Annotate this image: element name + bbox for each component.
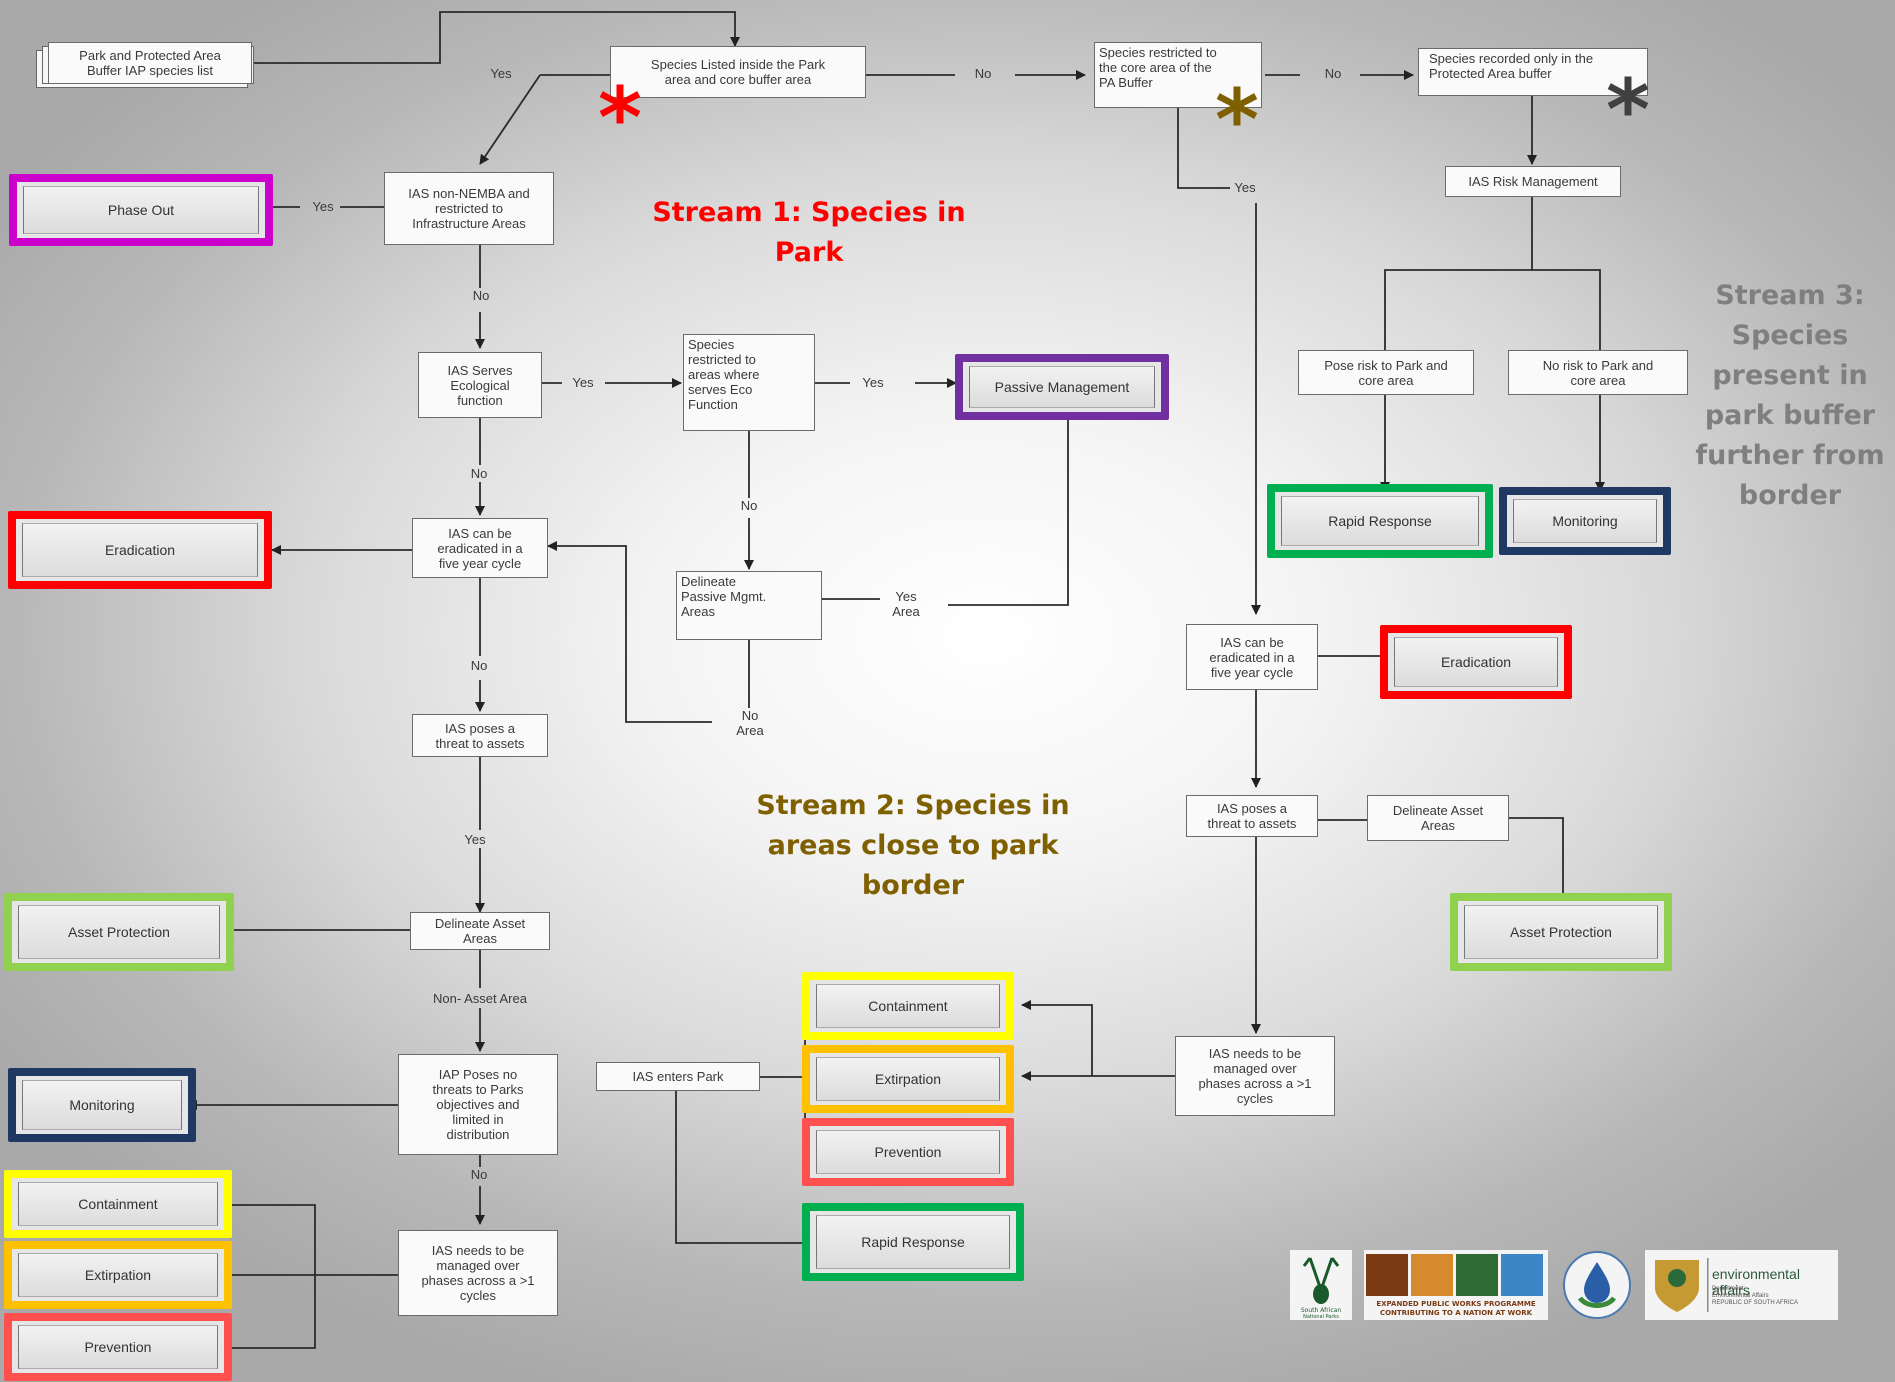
edge-label: Yes xyxy=(1234,180,1256,195)
svg-text:National Parks: National Parks xyxy=(1303,1314,1339,1320)
containment-outcome-1: Containment xyxy=(4,1170,232,1238)
monitoring-outcome-3: Monitoring xyxy=(1499,487,1671,555)
outcome-label: Prevention xyxy=(18,1325,218,1369)
rapid-response-outcome-2: Rapid Response xyxy=(802,1203,1024,1281)
kudu-icon: South African National Parks xyxy=(1301,1257,1341,1320)
outcome-label: Phase Out xyxy=(23,186,259,234)
edge-label: No xyxy=(1324,66,1342,81)
edge-label: Yes xyxy=(862,375,884,390)
outcome-label: Monitoring xyxy=(22,1080,182,1130)
can-be-eradicated-2-box: IAS can be eradicated in a five year cyc… xyxy=(1186,624,1318,690)
edge-label: Yes xyxy=(464,832,486,847)
eradication-outcome-1: Eradication xyxy=(8,511,272,589)
outcome-label: Rapid Response xyxy=(1281,496,1479,546)
restricted-eco-box: Species restricted to areas where serves… xyxy=(683,334,815,431)
stream3-asterisk: * xyxy=(1606,61,1650,159)
start-species-list: Park and Protected Area Buffer IAP speci… xyxy=(48,42,252,84)
phase-out-outcome: Phase Out xyxy=(9,174,273,246)
edge-label: Yes xyxy=(572,375,594,390)
outcome-label: Rapid Response xyxy=(816,1215,1010,1269)
prevention-outcome-1: Prevention xyxy=(4,1313,232,1381)
pose-risk-box: Pose risk to Park and core area xyxy=(1298,350,1474,395)
prevention-outcome-2: Prevention xyxy=(802,1118,1014,1186)
stream1-asterisk: * xyxy=(598,69,642,167)
working-for-water-logo xyxy=(1562,1250,1632,1320)
env-affairs-subtext: Department: Environmental Affairs REPUBL… xyxy=(1712,1286,1799,1306)
svg-text:CONTRIBUTING TO A NATION AT WO: CONTRIBUTING TO A NATION AT WORK xyxy=(1380,1309,1533,1317)
poses-threat-2-box: IAS poses a threat to assets xyxy=(1186,795,1318,837)
outcome-label: Containment xyxy=(18,1182,218,1226)
passive-management-outcome: Passive Management xyxy=(955,354,1169,420)
eradication-outcome-2: Eradication xyxy=(1380,625,1572,699)
sanparks-logo: South African National Parks xyxy=(1290,1250,1352,1320)
species-buffer-only-box: Species recorded only in the Protected A… xyxy=(1418,48,1648,96)
outcome-label: Monitoring xyxy=(1513,499,1657,543)
poses-threat-1-box: IAS poses a threat to assets xyxy=(412,714,548,757)
outcome-label: Prevention xyxy=(816,1130,1000,1174)
stream2-asterisk: * xyxy=(1215,71,1259,169)
outcome-label: Asset Protection xyxy=(18,905,220,959)
species-core-buffer-box: Species restricted to the core area of t… xyxy=(1094,42,1262,108)
asset-protection-outcome-1: Asset Protection xyxy=(4,893,234,971)
epwp-logo: EXPANDED PUBLIC WORKS PROGRAMME CONTRIBU… xyxy=(1364,1250,1548,1320)
edge-label: No xyxy=(470,1167,488,1182)
env-affairs-text: environmental affairs xyxy=(1712,1266,1800,1298)
can-be-eradicated-1-box: IAS can be eradicated in a five year cyc… xyxy=(412,518,548,578)
edge-label: No xyxy=(740,498,758,513)
outcome-label: Containment xyxy=(816,984,1000,1028)
poses-no-threat-box: IAP Poses no threats to Parks objectives… xyxy=(398,1054,558,1155)
outcome-label: Eradication xyxy=(22,523,258,577)
needs-managed-1-box: IAS needs to be managed over phases acro… xyxy=(398,1230,558,1316)
asset-protection-outcome-2: Asset Protection xyxy=(1450,893,1672,971)
non-nemba-box: IAS non-NEMBA and restricted to Infrastr… xyxy=(384,172,554,245)
edge-label: Yes Area xyxy=(892,589,920,619)
needs-managed-2-box: IAS needs to be managed over phases acro… xyxy=(1175,1036,1335,1116)
outcome-label: Eradication xyxy=(1394,637,1558,687)
containment-outcome-2: Containment xyxy=(802,972,1014,1040)
outcome-label: Extirpation xyxy=(18,1253,218,1297)
coat-of-arms-icon xyxy=(1655,1258,1709,1312)
no-risk-box: No risk to Park and core area xyxy=(1508,350,1688,395)
edge-label: Yes xyxy=(490,66,512,81)
stream3-label: Stream 3: Species present in park buffer… xyxy=(1695,280,1885,511)
edge-label: No xyxy=(472,288,490,303)
extirpation-outcome-1: Extirpation xyxy=(4,1241,232,1309)
species-listed-box: Species Listed inside the Park area and … xyxy=(610,46,866,98)
outcome-label: Asset Protection xyxy=(1464,905,1658,959)
water-drop-icon xyxy=(1563,1251,1631,1319)
outcome-label: Passive Management xyxy=(969,366,1155,408)
delineate-asset-2-box: Delineate Asset Areas xyxy=(1367,795,1509,841)
edge-label: Yes xyxy=(312,199,334,214)
svg-text:EXPANDED PUBLIC WORKS PROGRAMM: EXPANDED PUBLIC WORKS PROGRAMME xyxy=(1376,1300,1535,1308)
stream1-label: Stream 1: Species in Park xyxy=(652,197,966,268)
environmental-affairs-logo xyxy=(1645,1250,1838,1320)
extirpation-outcome-2: Extirpation xyxy=(802,1045,1014,1113)
ias-enters-park-box: IAS enters Park xyxy=(596,1062,760,1091)
stream2-label: Stream 2: Species in areas close to park… xyxy=(756,790,1070,901)
epwp-icon: EXPANDED PUBLIC WORKS PROGRAMME CONTRIBU… xyxy=(1366,1254,1543,1317)
edge-label: No xyxy=(974,66,992,81)
edge-label: No xyxy=(470,658,488,673)
edge-label: No xyxy=(470,466,488,481)
delineate-passive-box: Delineate Passive Mgmt. Areas xyxy=(676,571,822,640)
risk-management-box: IAS Risk Management xyxy=(1445,166,1621,197)
svg-text:South African: South African xyxy=(1301,1307,1341,1314)
outcome-label: Extirpation xyxy=(816,1057,1000,1101)
edge-label: No Area xyxy=(736,708,764,738)
ecological-function-box: IAS Serves Ecological function xyxy=(418,352,542,418)
monitoring-outcome-1: Monitoring xyxy=(8,1068,196,1142)
rapid-response-outcome-3: Rapid Response xyxy=(1267,484,1493,558)
delineate-asset-1-box: Delineate Asset Areas xyxy=(410,912,550,950)
edge-label: Non- Asset Area xyxy=(433,991,527,1006)
